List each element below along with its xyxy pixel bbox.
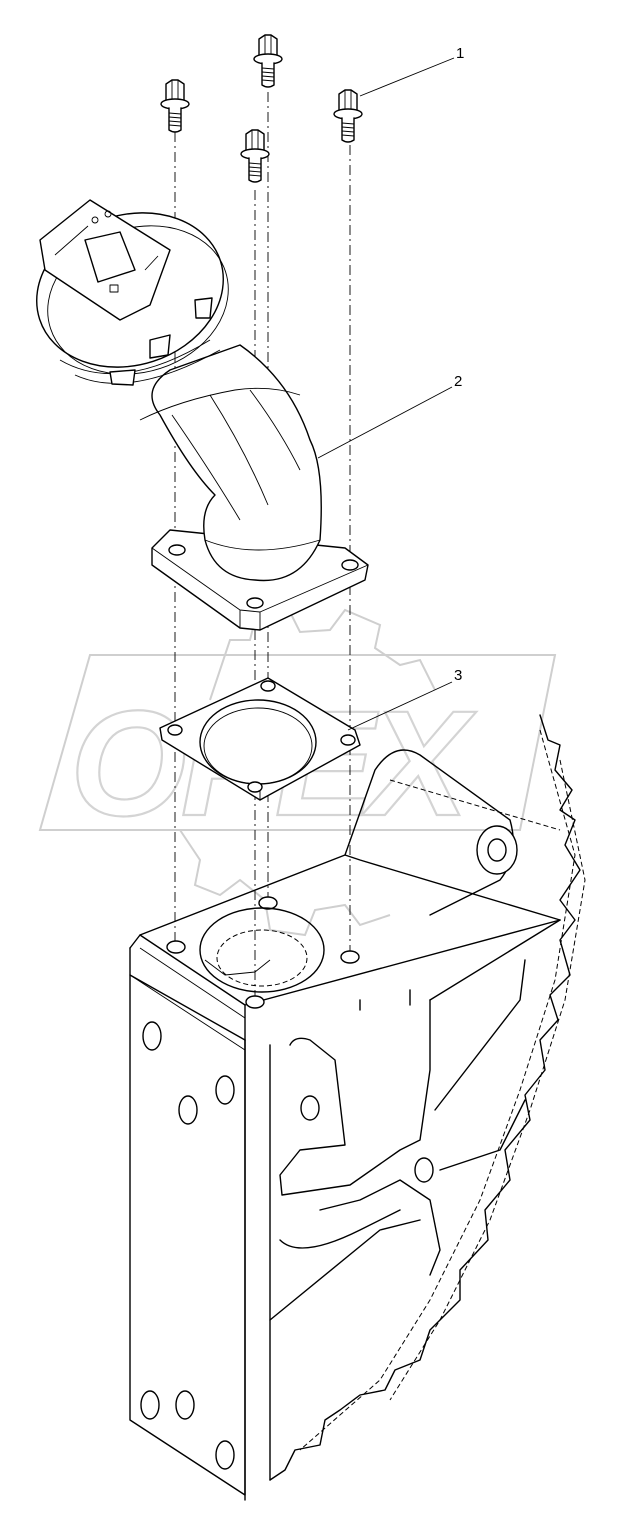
intake-elbow [36,199,369,631]
bolt-2 [253,34,283,88]
frame-housing [129,714,586,1501]
bolt-1 [160,79,190,133]
callout-label-2: 2 [454,373,462,390]
callout-3: 3 [347,667,462,731]
bolt-4 [333,89,363,143]
callout-2: 2 [317,373,462,459]
gasket [159,677,361,801]
callout-label-1: 1 [456,45,464,62]
callout-label-3: 3 [454,667,462,684]
bolt-3 [240,129,270,183]
callout-1: 1 [359,45,464,97]
